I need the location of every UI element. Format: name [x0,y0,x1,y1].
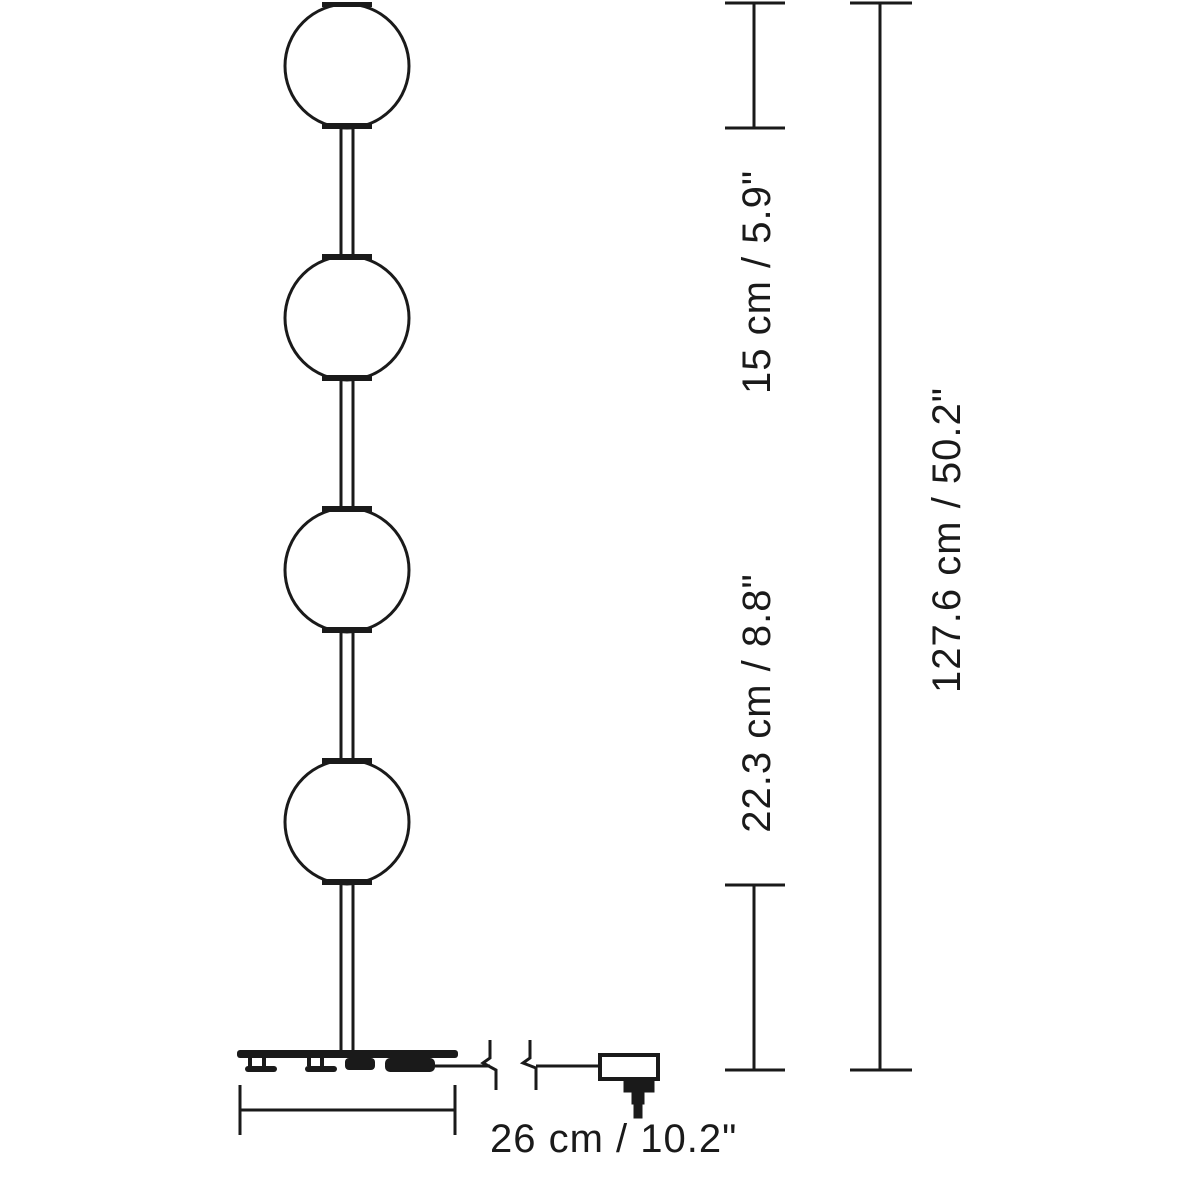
lamp-base [237,1050,458,1072]
power-cord [430,1040,600,1090]
total-height-label: 127.6 cm / 50.2" [925,387,969,693]
globe-height-dimension [725,1,785,130]
globe-height-label: 15 cm / 5.9" [735,170,779,394]
base-width-label: 26 cm / 10.2" [490,1117,737,1161]
power-adapter-icon [598,1053,660,1119]
total-height-dimension [850,1,912,1072]
base-to-globe-dimension [725,883,785,1072]
globe-2 [283,254,411,382]
globe-1 [283,2,411,130]
globe-4 [283,758,411,886]
globe-spacing-label: 22.3 cm / 8.8" [735,573,779,832]
globe-3 [283,506,411,634]
dimension-lines [238,1,912,1135]
base-width-dimension [238,1085,457,1135]
lamp-drawing [237,2,660,1119]
